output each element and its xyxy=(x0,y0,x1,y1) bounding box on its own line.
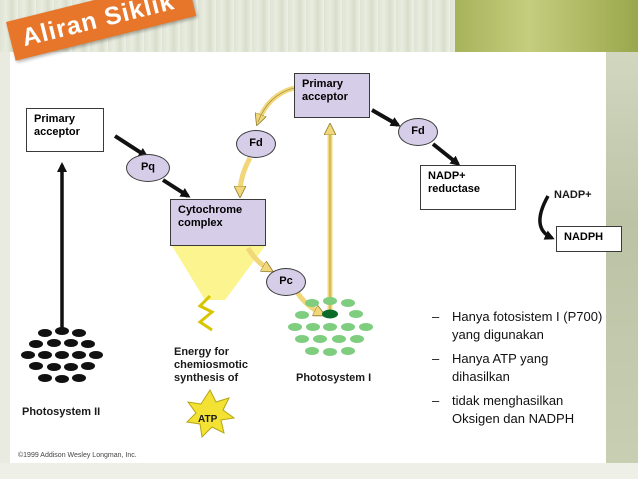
arrow-fd-to-cytochrome xyxy=(240,156,253,194)
arrow-pq-to-cytochrome xyxy=(161,178,191,198)
pq-carrier: Pq xyxy=(126,154,170,182)
atp-star xyxy=(185,388,236,439)
primary-acceptor-left: Primary acceptor xyxy=(26,108,104,152)
photosystem-ii-cluster xyxy=(21,327,103,383)
pc-carrier: Pc xyxy=(266,268,306,296)
photosystem-i-cluster xyxy=(288,297,373,356)
energy-label: Energy for chemiosmotic synthesis of xyxy=(174,346,248,384)
fd-carrier-left: Fd xyxy=(236,130,276,158)
arrow-nadp-to-nadph xyxy=(538,195,555,240)
arrow-acceptor-to-pq xyxy=(113,134,149,158)
right-texture-band xyxy=(606,52,638,479)
nadp-reductase: NADP+ reductase xyxy=(420,165,516,210)
arrow-acceptor-to-fd-left xyxy=(258,85,295,122)
fd-carrier-right: Fd xyxy=(398,118,438,146)
arrow-cytochrome-to-pc xyxy=(245,246,270,270)
p700-reaction-center xyxy=(322,309,338,319)
bullet-item: Hanya fotosistem I (P700) yang digunakan xyxy=(430,308,605,344)
copyright-notice: ©1999 Addison Wesley Longman, Inc. xyxy=(18,452,137,459)
photosystem-i-label: Photosystem I xyxy=(296,372,372,384)
bullet-item: Hanya ATP yang dihasilkan xyxy=(430,350,605,386)
bullet-item: tidak menghasilkan Oksigen dan NADPH xyxy=(430,392,605,428)
bottom-margin-band xyxy=(0,463,638,479)
arrow-outline-1 xyxy=(257,87,295,123)
energy-wedge xyxy=(172,246,265,300)
atp-label: ATP xyxy=(198,414,218,425)
top-leaf-texture xyxy=(455,0,638,52)
primary-acceptor-top: Primary acceptor xyxy=(294,73,370,118)
cytochrome-complex: Cytochrome complex xyxy=(170,199,266,246)
bullet-list: Hanya fotosistem I (P700) yang digunakan… xyxy=(430,308,605,434)
photosystem-ii-label: Photosystem II xyxy=(22,406,101,418)
nadph-box: NADPH xyxy=(556,226,622,252)
left-margin-band xyxy=(0,52,10,479)
arrow-fd-to-reductase xyxy=(431,142,461,166)
lightning-bolt xyxy=(197,294,215,332)
nadp-plus-label: NADP+ xyxy=(554,189,592,201)
arrow-acceptor-to-fd xyxy=(371,108,401,127)
